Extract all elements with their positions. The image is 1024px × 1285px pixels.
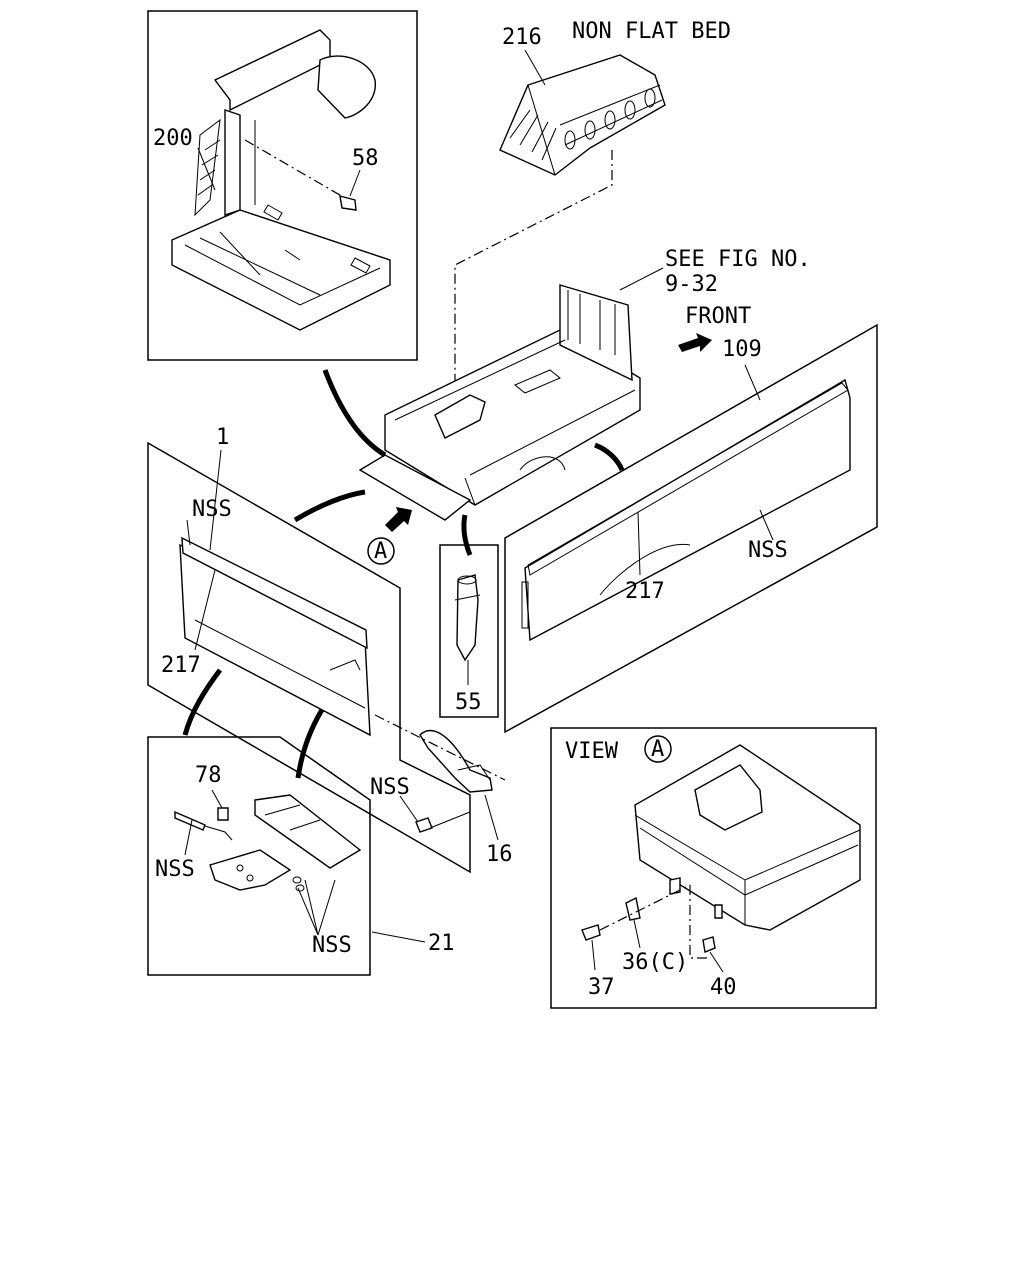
open-tailgate-illustration — [171, 29, 391, 331]
latch-fit-line — [374, 714, 506, 781]
nss-hinge-nuts-label: NSS — [312, 933, 352, 958]
bracket-55-illustration — [454, 574, 481, 662]
front-label: FRONT — [685, 304, 751, 329]
callout-curve-tailgate — [293, 489, 366, 523]
part-37-label: 37 — [588, 975, 615, 1000]
callout-curve-side — [594, 442, 625, 472]
leader-see-fig — [619, 267, 664, 291]
tailgate-illustration — [179, 536, 371, 737]
leader-nss-hinge-bolt — [184, 819, 193, 856]
part-40-label: 40 — [710, 975, 737, 1000]
view-a-circle — [644, 735, 672, 763]
leader-36c — [633, 919, 641, 949]
see-fig-number-label: 9-32 — [665, 272, 718, 297]
section-a-marker-letter: A — [374, 539, 387, 564]
leader-216 — [524, 49, 546, 86]
non-flat-bed-label: NON FLAT BED — [572, 19, 731, 44]
leader-nss-latch — [399, 795, 419, 823]
part-200-label: 200 — [153, 126, 193, 151]
leader-nss-tailgate — [186, 519, 191, 546]
part-58-label: 58 — [352, 146, 379, 171]
leader-217-side — [637, 511, 641, 576]
leader-200 — [197, 147, 216, 191]
callout-curve-inset — [322, 369, 387, 458]
leader-37 — [591, 939, 596, 971]
leader-nss-side — [759, 509, 774, 541]
leader-40 — [709, 951, 724, 973]
nss-latch-label: NSS — [370, 775, 410, 800]
view-a-bed-illustration — [581, 744, 861, 953]
leader-109 — [744, 364, 761, 401]
part-36c-label: 36(C) — [622, 950, 688, 975]
leader-21 — [371, 931, 426, 943]
part-216-label: 216 — [502, 25, 542, 50]
part-16-label: 16 — [486, 842, 513, 867]
bracket-frame — [439, 544, 499, 718]
leader-nss-latch-b — [429, 811, 471, 829]
view-arrow-icon — [385, 507, 412, 532]
part-109-label: 109 — [722, 337, 762, 362]
leader-nss-hinge-nuts — [297, 879, 336, 936]
see-fig-label: SEE FIG NO. — [665, 247, 811, 272]
leader-78 — [211, 789, 223, 809]
leader-16 — [484, 794, 499, 841]
leader-1 — [209, 449, 222, 551]
part-217-side-label: 217 — [625, 579, 665, 604]
truck-bed-illustration — [358, 284, 641, 521]
nss-hinge-bolt-label: NSS — [155, 857, 195, 882]
latch-16-illustration — [415, 730, 493, 833]
bed-cover-illustration — [499, 54, 666, 176]
view-word-label: VIEW — [565, 739, 619, 764]
callout-curve-hinge-a — [182, 668, 223, 736]
front-arrow-icon — [678, 333, 712, 352]
hinge-frame — [147, 736, 371, 976]
part-1-label: 1 — [216, 425, 229, 450]
circle-a-marker — [367, 537, 395, 565]
part-217-tailgate-label: 217 — [161, 653, 201, 678]
side-panel-illustration — [521, 378, 851, 642]
callout-curve-hinge-b — [295, 703, 328, 779]
leader-217-tailgate — [194, 569, 216, 651]
tailgate-frame — [147, 441, 471, 874]
leader-58 — [349, 169, 361, 197]
part-55-label: 55 — [455, 690, 482, 715]
cover-fit-line — [454, 150, 613, 405]
view-a-frame — [550, 727, 877, 1009]
part-78-label: 78 — [195, 763, 222, 788]
side-panel-frame — [504, 323, 878, 734]
view-a-fit-line — [599, 884, 710, 959]
callout-curve-bracket — [461, 514, 473, 556]
nss-side-label: NSS — [748, 538, 788, 563]
nss-tailgate-label: NSS — [192, 497, 232, 522]
hinge-illustration — [174, 794, 362, 892]
part-21-label: 21 — [428, 931, 455, 956]
inset-frame-tailgate-open — [147, 10, 418, 361]
view-letter-label: A — [651, 737, 664, 762]
